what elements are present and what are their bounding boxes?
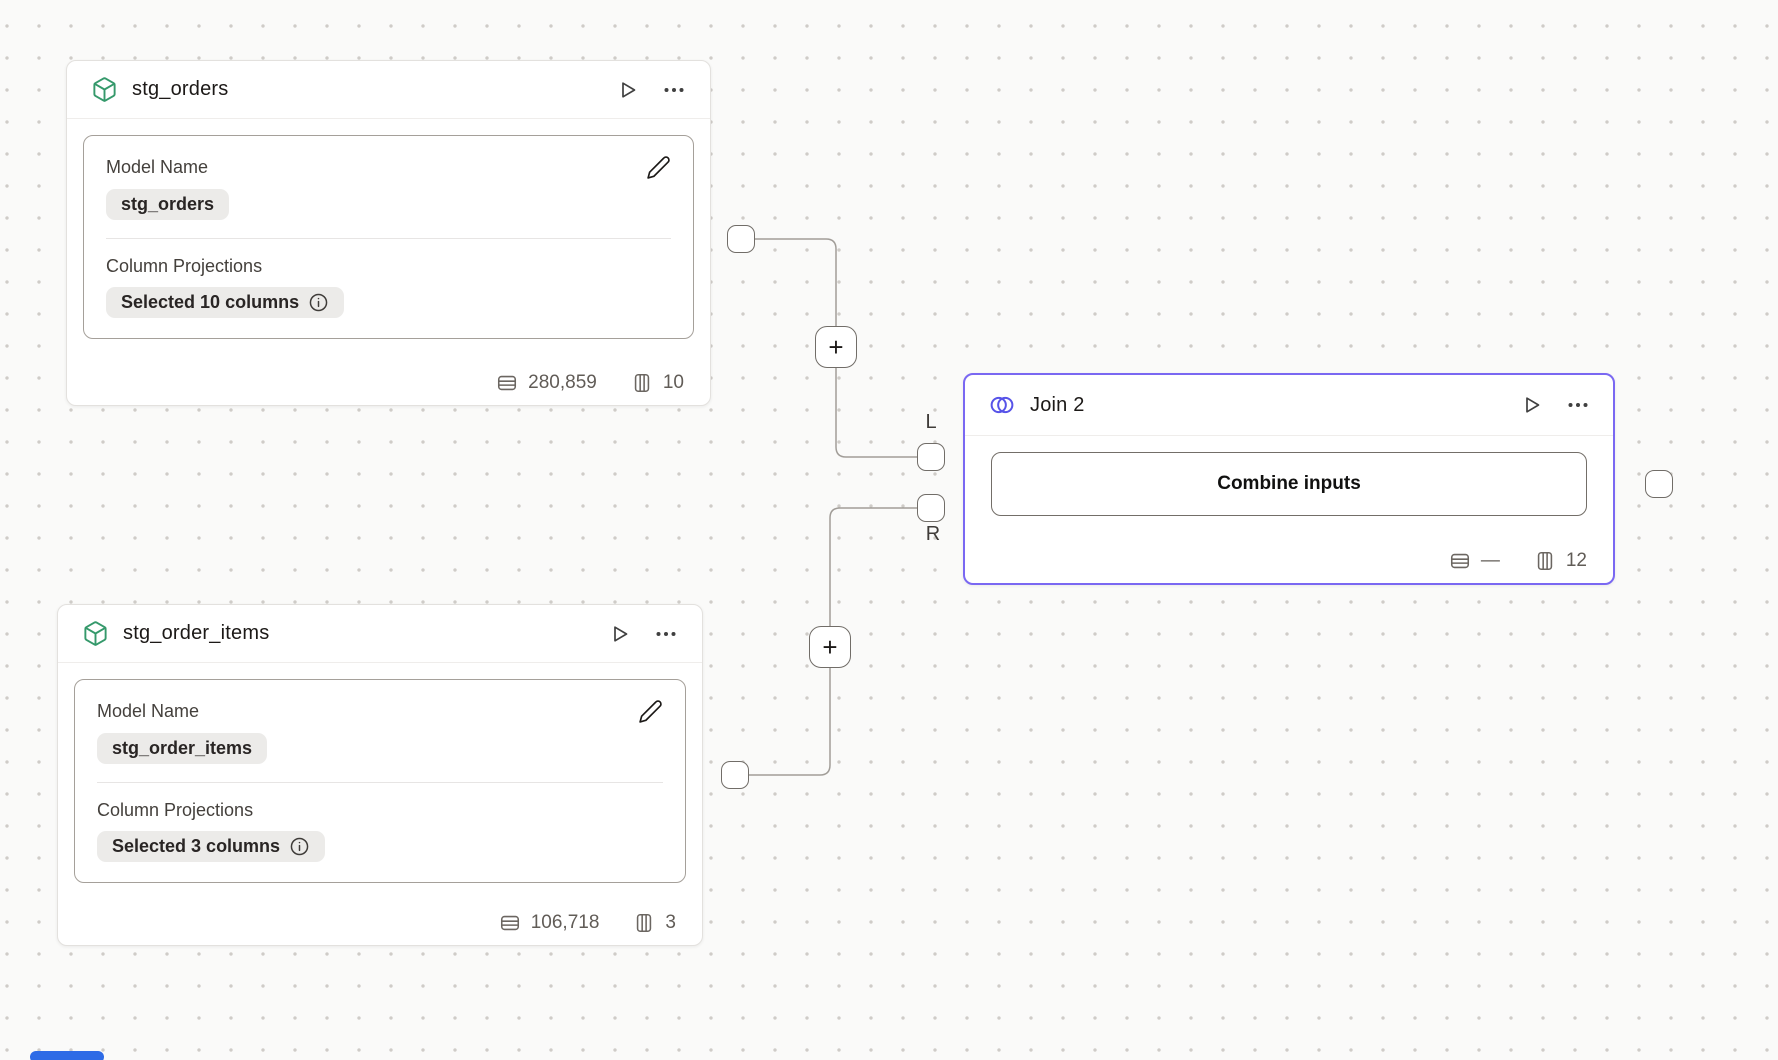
node-join-2[interactable]: Join 2 Combine inputs — 12 [963,373,1615,585]
port-stg-order-items-output[interactable] [721,761,749,789]
join-left-port-label: L [925,411,937,433]
node-stats: 106,718 3 [499,901,676,945]
card-divider [106,238,671,239]
info-icon[interactable] [289,836,310,857]
node-menu-button[interactable] [662,78,686,102]
info-icon[interactable] [308,292,329,313]
model-cube-icon [91,76,118,103]
column-count-value: 10 [662,372,684,393]
combine-inputs-button[interactable]: Combine inputs [991,452,1587,516]
node-stats: — 12 [1449,539,1587,583]
column-count-icon [631,372,653,394]
row-count-value: 106,718 [530,912,600,933]
canvas-scroll-indicator[interactable] [30,1051,104,1060]
port-stg-orders-output[interactable] [727,225,755,253]
node-header: Join 2 [965,375,1613,436]
node-header: stg_order_items [58,605,702,663]
model-name-label: Model Name [106,157,209,177]
node-title: Join 2 [1030,393,1085,416]
model-name-badge[interactable]: stg_orders [106,189,230,220]
column-count-icon [633,912,655,934]
port-join-output[interactable] [1645,470,1673,498]
model-config-card: Model Name stg_orders Column Projections… [83,135,694,339]
join-right-port-label: R [925,523,941,545]
row-count-value: 280,859 [528,372,597,393]
model-config-card: Model Name stg_order_items Column Projec… [74,679,686,883]
row-count-icon [1449,550,1471,572]
column-count-value: 3 [665,912,676,933]
node-stats: 280,859 10 [496,361,684,405]
model-cube-icon [82,620,109,647]
card-divider [97,782,663,783]
column-projections-value: Selected 10 columns [121,292,300,312]
port-join-input-left[interactable] [917,443,945,471]
join-venn-icon [988,391,1016,419]
edit-model-name-button[interactable] [646,155,671,180]
run-node-button[interactable] [1520,393,1544,417]
row-count-icon [499,912,521,934]
node-title: stg_order_items [123,622,270,644]
node-menu-button[interactable] [1566,393,1590,417]
model-name-value: stg_orders [121,194,215,214]
column-projections-value: Selected 3 columns [112,836,281,856]
column-projections-badge[interactable]: Selected 10 columns [106,287,345,318]
column-count-icon [1534,550,1556,572]
run-node-button[interactable] [608,622,632,646]
node-title: stg_orders [132,78,229,100]
column-projections-label: Column Projections [97,800,254,820]
model-name-badge[interactable]: stg_order_items [97,733,268,764]
row-count-value: — [1480,550,1500,571]
node-menu-button[interactable] [654,622,678,646]
column-count-value: 12 [1565,550,1587,571]
add-node-on-left-wire-button[interactable]: + [815,326,857,368]
node-header: stg_orders [67,61,710,119]
run-node-button[interactable] [616,78,640,102]
edit-model-name-button[interactable] [638,699,663,724]
model-name-value: stg_order_items [112,738,253,758]
row-count-icon [496,372,518,394]
port-join-input-right[interactable] [917,494,945,522]
column-projections-label: Column Projections [106,256,263,276]
column-projections-badge[interactable]: Selected 3 columns [97,831,326,862]
node-stg-order-items[interactable]: stg_order_items Model Name stg_order_ite… [57,604,703,946]
add-node-on-right-wire-button[interactable]: + [809,626,851,668]
node-stg-orders[interactable]: stg_orders Model Name stg_orders [66,60,711,406]
model-name-label: Model Name [97,701,200,721]
